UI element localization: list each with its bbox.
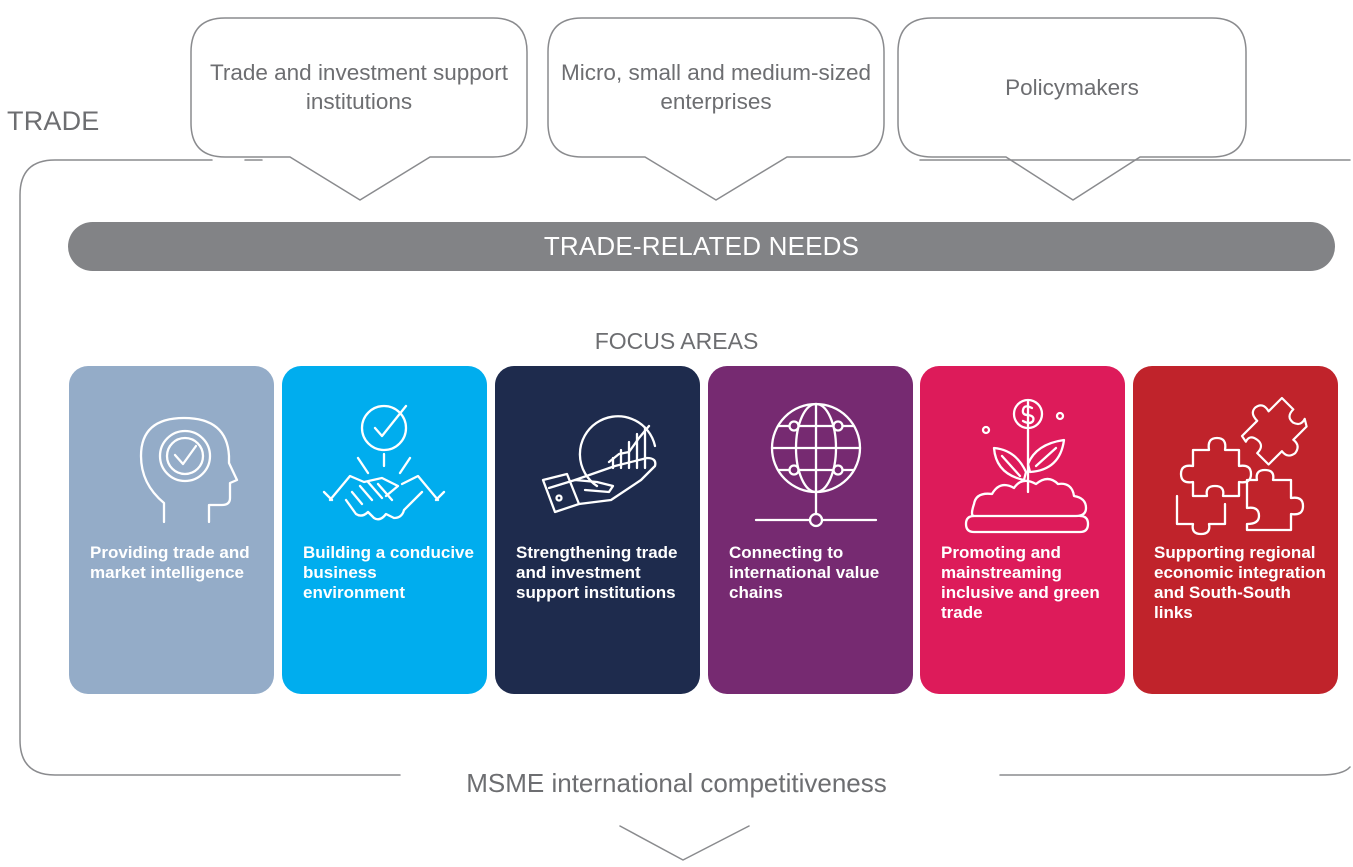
stakeholder-bubble-3: [897, 17, 1247, 201]
focus-area-label-6: Supporting regional economic integration…: [1154, 543, 1326, 622]
stakeholder-bubble-2: [547, 17, 885, 201]
focus-area-card-1: Providing trade and market intelligence: [69, 366, 274, 694]
globe-network-icon: [754, 402, 878, 528]
handshake-check-icon: [322, 404, 446, 521]
focus-area-label-5: Promoting and mainstreaming inclusive an…: [941, 543, 1100, 622]
head-check-icon: [139, 416, 239, 524]
down-chevron: [619, 825, 750, 861]
focus-area-label-3: Strengthening trade and investment suppo…: [516, 543, 678, 602]
stakeholder-label-1: Trade and investment support institution…: [209, 60, 509, 114]
focus-area-card-5: Promoting and mainstreaming inclusive an…: [920, 366, 1125, 694]
focus-area-label-1: Providing trade and market intelligence: [90, 543, 250, 582]
focus-area-label-4: Connecting to international value chains: [729, 543, 880, 602]
hand-growth-chart-icon: [541, 415, 657, 514]
outcome-caption: MSME international competitiveness: [466, 768, 887, 798]
dollar-plant-icon: [964, 398, 1090, 534]
puzzle-pieces-icon: [1175, 396, 1308, 536]
focus-area-card-6: Supporting regional economic integration…: [1133, 366, 1338, 694]
focus-area-card-2: Building a conducive business environmen…: [282, 366, 487, 694]
main-frame: [19, 159, 1351, 776]
trade-label: TRADE: [7, 106, 100, 136]
focus-area-card-3: Strengthening trade and investment suppo…: [495, 366, 700, 694]
trade-related-needs-bar: TRADE-RELATED NEEDS: [68, 222, 1335, 271]
stakeholder-label-3: Policymakers: [1005, 74, 1139, 100]
focus-area-label-2: Building a conducive business environmen…: [303, 543, 474, 602]
stakeholder-bubble-1: [190, 17, 528, 201]
focus-areas-title: FOCUS AREAS: [594, 328, 759, 354]
stakeholder-label-2: Micro, small and medium-sized enterprise…: [560, 60, 872, 114]
focus-area-card-4: Connecting to international value chains: [708, 366, 913, 694]
